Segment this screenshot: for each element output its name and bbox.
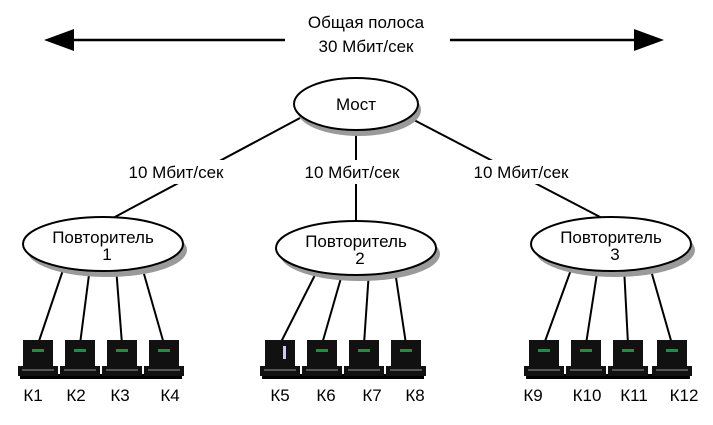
segment-bar [20,374,182,379]
drop-line [141,266,165,345]
shared-bandwidth-title: Общая полоса [308,13,425,32]
computer-icon [18,340,58,376]
computer-icon [260,340,300,376]
link-label-2: 10 Мбит/сек [305,163,400,182]
computer-icon [302,340,342,376]
computer-icon [60,340,100,376]
computer-icon [652,340,692,376]
computer-icon [344,340,384,376]
computer-icon [102,340,142,376]
repeater-node [22,216,184,272]
computer-icon [608,340,648,376]
repeater-label: Повторитель [52,228,154,247]
drop-line [115,266,123,345]
arrow-right-icon [634,29,664,51]
drop-line [79,266,91,345]
computer-icon [566,340,606,376]
computer-label: К10 [573,386,602,405]
link-labels: 10 Мбит/сек 10 Мбит/сек 10 Мбит/сек [118,160,586,184]
repeater-number: 1 [102,245,111,264]
computer-label: К2 [66,386,85,405]
shared-bandwidth-value: 30 Мбит/сек [319,37,414,56]
drop-line [623,266,629,345]
drop-line [543,266,573,345]
drop-line [649,266,673,345]
repeater-node [275,220,437,276]
bridge-node: Мост [293,77,421,136]
drop-line [363,270,370,345]
drop-line [394,270,407,345]
computer-label: К7 [362,386,381,405]
computer-label: К8 [405,386,424,405]
computer-label: К6 [316,386,335,405]
repeater-node [530,216,692,272]
drop-line [321,270,344,345]
drop-line [279,270,318,345]
computer-label: К5 [270,386,289,405]
computer-label: К9 [523,386,542,405]
segment-bar [526,374,690,379]
repeater-label: Повторитель [560,228,662,247]
repeater-number: 2 [355,249,364,268]
bridge-label: Мост [336,95,376,114]
segment-bar [262,374,424,379]
drop-line [585,266,599,345]
repeater-label: Повторитель [305,232,407,251]
computer-label: К1 [23,386,42,405]
computer-label: К11 [620,386,648,405]
arrow-left-icon [44,29,74,51]
computer-label: К4 [160,386,179,405]
computer-label: К12 [670,386,699,405]
computer-icon [386,340,426,376]
computer-label: К3 [110,386,129,405]
shared-bandwidth-arrow: Общая полоса 30 Мбит/сек [44,13,664,56]
link-label-1: 10 Мбит/сек [129,163,224,182]
computer-icon [524,340,564,376]
computer-icon [144,340,184,376]
drop-line [37,266,65,345]
repeater-number: 3 [610,245,619,264]
link-label-3: 10 Мбит/сек [474,163,569,182]
